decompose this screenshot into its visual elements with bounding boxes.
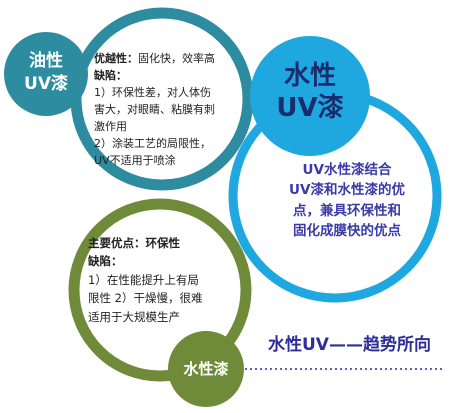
waterborne-badge-circle	[168, 331, 244, 407]
waterborne-advantage-label: 主要优点：	[88, 236, 146, 250]
waterborne-uv-title-circle	[250, 36, 370, 156]
waterborne-advantage-text: 环保性	[145, 236, 181, 250]
waterborne-uv-title-line2: UV漆	[276, 93, 344, 123]
waterborne-uv-desc-line: 固化成膜快的优点	[293, 222, 401, 239]
waterborne-uv-desc-line: UV漆和水性漆的优	[289, 182, 405, 199]
oily-uv-advantage: 优越性：固化快，效率高	[94, 50, 244, 67]
oily-uv-defect-line: 害大，对眼睛、粘膜有刺	[94, 103, 215, 117]
oily-uv-badge-line1: 油性	[29, 51, 63, 71]
oily-uv-defect-label: 缺陷：	[94, 69, 127, 83]
oily-uv-badge: 油性 UV漆	[10, 50, 82, 96]
waterborne-uv-desc-line: 点，兼具环保性和	[293, 202, 401, 219]
waterborne-details: 主要优点：环保性 缺陷： 1）在性能提升上有局 限性 2）干燥慢，很难 适用于大…	[88, 234, 238, 326]
waterborne-uv-description: UV水性漆结合 UV漆和水性漆的优 点，兼具环保性和 固化成膜快的优点	[262, 160, 432, 241]
oily-uv-defect-line: 1）环保性差，对人体伤	[94, 86, 211, 100]
oily-uv-badge-line2: UV漆	[24, 74, 68, 94]
waterborne-badge: 水性漆	[183, 360, 229, 378]
oily-uv-badge-circle	[4, 32, 88, 116]
waterborne-advantage: 主要优点：环保性	[88, 234, 238, 252]
oily-uv-advantage-text: 固化快，效率高	[138, 52, 215, 65]
waterborne-defect-label: 缺陷：	[88, 254, 123, 269]
trend-caption: 水性UV——趋势所向	[268, 335, 431, 355]
oily-uv-defect-line: 激作用	[94, 120, 127, 134]
waterborne-uv-title: 水性 UV漆	[255, 60, 365, 124]
oily-uv-defect-line: UV不适用于喷涂	[94, 154, 176, 168]
waterborne-uv-desc-line: UV水性漆结合	[302, 162, 392, 178]
oily-uv-details: 优越性：固化快，效率高 缺陷： 1）环保性差，对人体伤 害大，对眼睛、粘膜有刺 …	[94, 50, 244, 169]
waterborne-defect-line: 限性 2）干燥慢，很难	[88, 291, 203, 306]
oily-uv-advantage-label: 优越性：	[94, 52, 138, 65]
waterborne-uv-title-line1: 水性	[283, 61, 336, 91]
waterborne-defect-line: 适用于大规模生产	[88, 309, 180, 324]
waterborne-defect-line: 1）在性能提升上有局	[88, 272, 199, 287]
oily-uv-defect-line: 2）涂装工艺的局限性，	[94, 137, 211, 151]
